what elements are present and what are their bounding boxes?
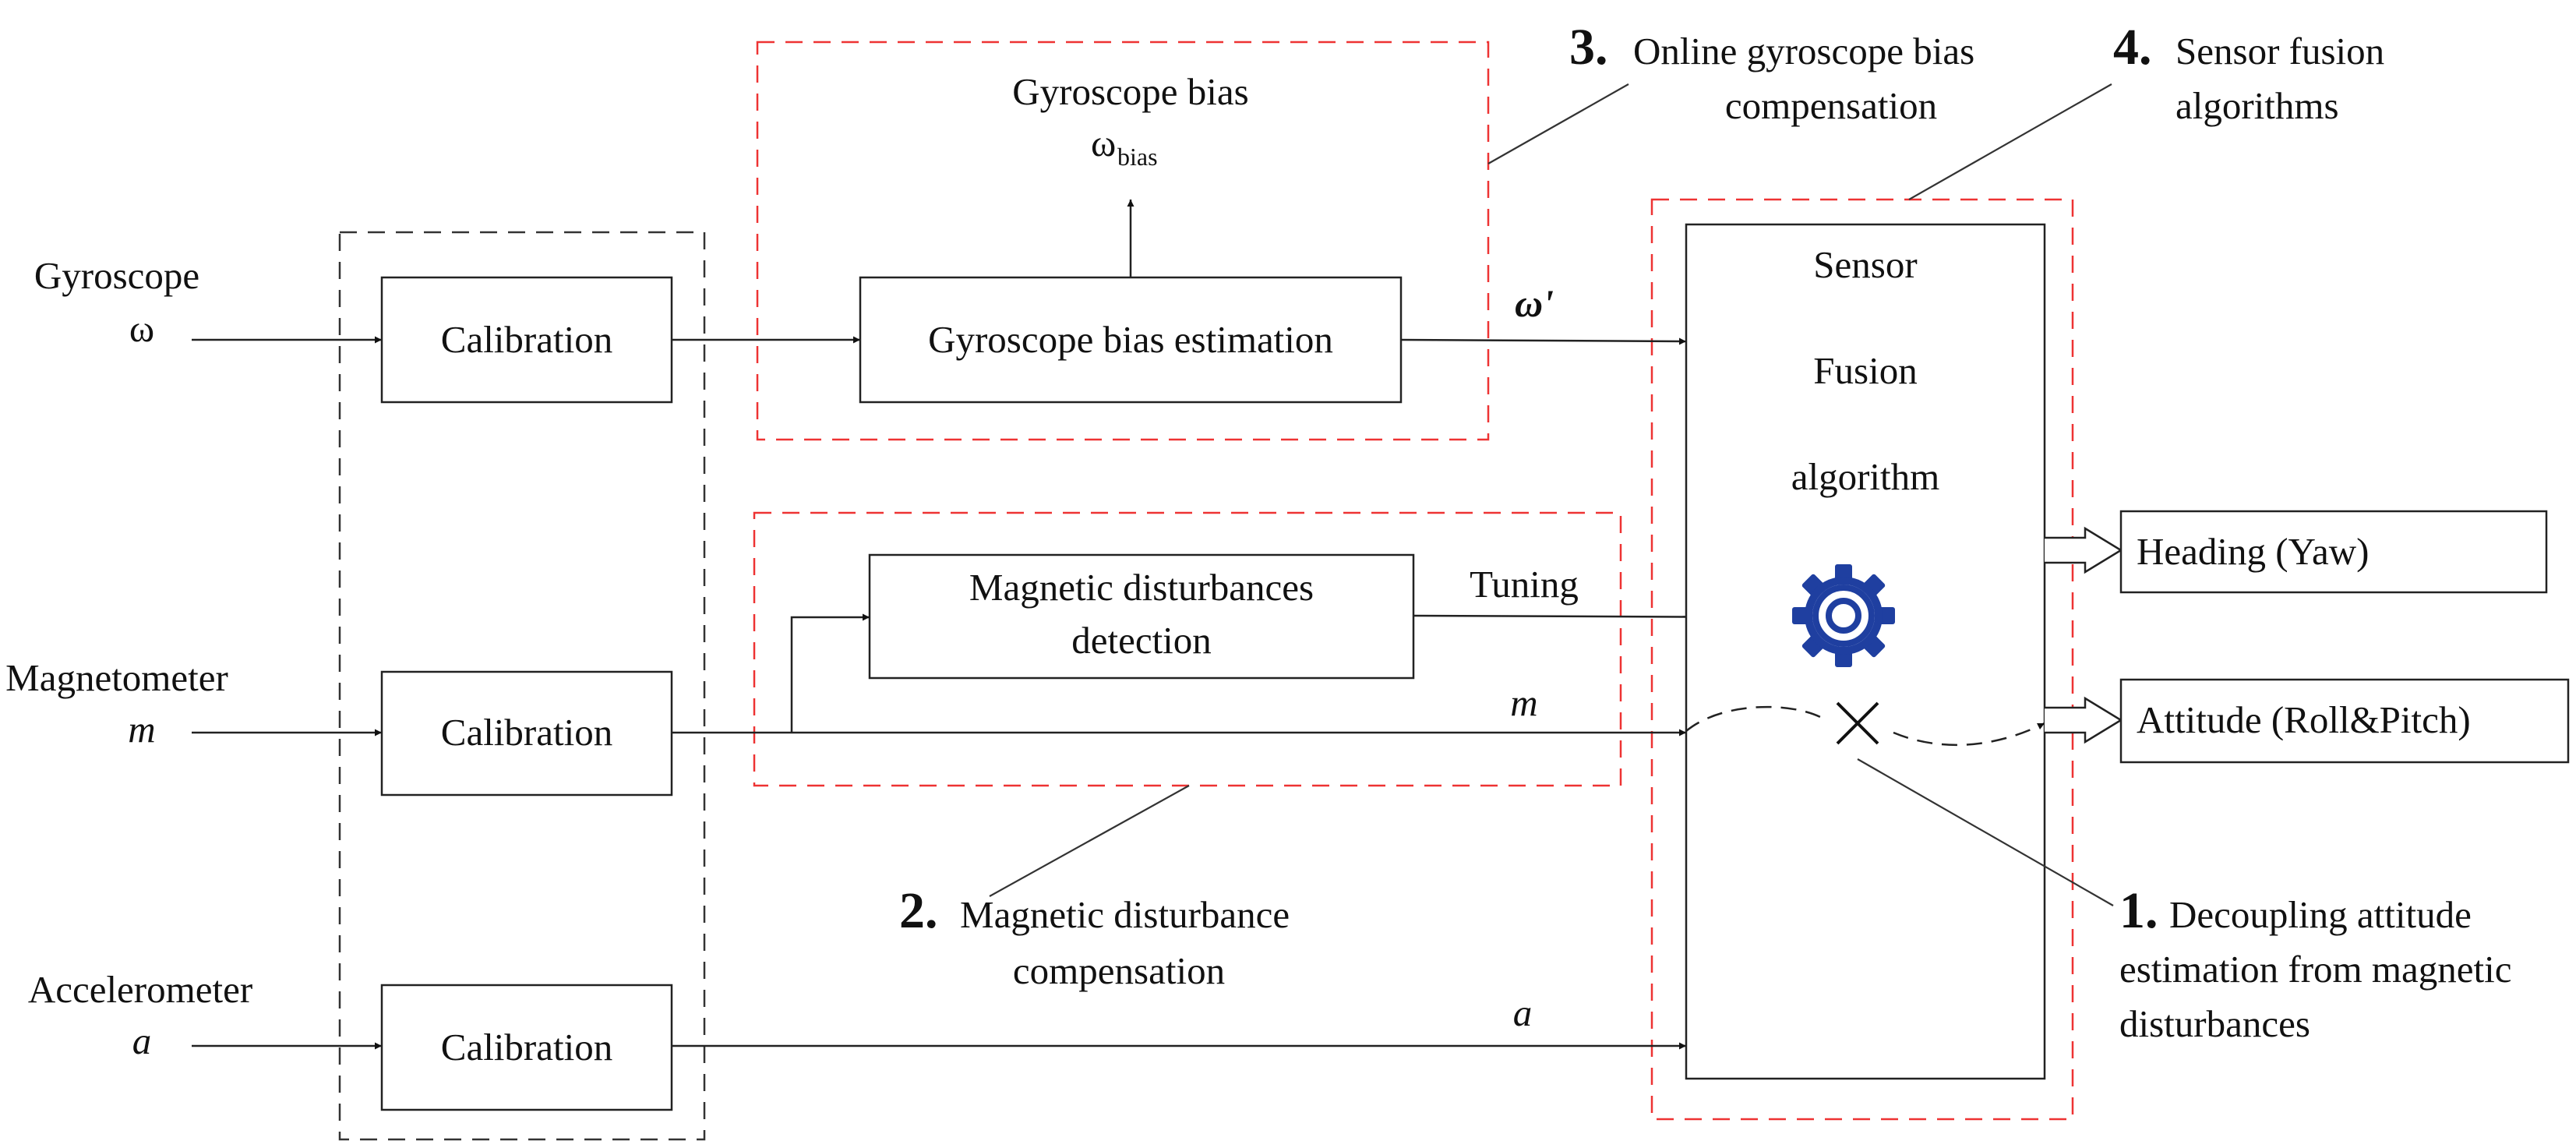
fusion-label-line1: Sensor (1813, 243, 1917, 286)
mag-detection-label-line2: detection (1071, 619, 1212, 662)
annotation-4-line2: algorithms (2175, 84, 2339, 127)
accelerometer-input-label: Accelerometer (28, 968, 252, 1011)
annotation-1-line3: disturbances (2119, 1002, 2310, 1045)
gyroscope-input-symbol: ω (129, 307, 154, 350)
calibration-group-frame (338, 231, 706, 1141)
omega-prime-label: ω' (1515, 281, 1554, 325)
gyro-bias-output-subscript: bias (1117, 143, 1158, 171)
gyro-bias-estimation-label: Gyroscope bias estimation (928, 318, 1333, 361)
cross-icon (1836, 701, 1879, 745)
calibration-acc-label: Calibration (441, 1026, 612, 1069)
heading-output-arrow (2045, 526, 2123, 574)
annotation-3-leader (1487, 83, 1629, 164)
attitude-output-arrow (2045, 696, 2123, 744)
calibration-mag-label: Calibration (441, 711, 612, 754)
annotation-2-number: 2. (899, 882, 938, 939)
fusion-label-line3: algorithm (1791, 455, 1940, 498)
gyro-bias-estimation-block (859, 276, 1403, 404)
heading-output-box (2119, 510, 2548, 594)
annotation-2-line1: Magnetic disturbance (960, 893, 1290, 936)
attitude-output-label: Attitude (Roll&Pitch) (2137, 698, 2471, 741)
mag-to-detection-arrow (790, 613, 870, 733)
mag-signal-label: m (1510, 681, 1537, 724)
gyroscope-input-label: Gyroscope (34, 254, 199, 297)
tuning-label: Tuning (1470, 563, 1579, 606)
sensor-fusion-block (1685, 223, 2046, 1080)
gear-icon (1792, 564, 1895, 667)
gyro-bias-compensation-frame (756, 41, 1490, 441)
annotation-1-line2: estimation from magnetic (2119, 948, 2511, 991)
sensor-fusion-frame (1650, 198, 2074, 1121)
mag-detection-block (868, 553, 1415, 680)
annotation-3-number: 3. (1569, 19, 1608, 76)
decoupled-path (1685, 705, 2045, 747)
annotation-3-line2: compensation (1725, 84, 1937, 127)
accelerometer-input-symbol: a (132, 1019, 152, 1062)
calibration-acc-block (380, 984, 673, 1111)
attitude-output-box (2119, 678, 2570, 764)
annotation-3-line1: Online gyroscope bias (1633, 30, 1974, 72)
annotation-4-line1: Sensor fusion (2175, 30, 2384, 72)
acc-signal-label: a (1513, 991, 1533, 1034)
magnetometer-input-label: Magnetometer (5, 656, 228, 699)
gyro-bias-output-symbol: ω (1091, 122, 1116, 164)
annotation-4-number: 4. (2113, 19, 2152, 76)
mag-detection-label-line1: Magnetic disturbances (969, 566, 1314, 609)
magnetometer-input-symbol: m (128, 708, 155, 751)
annotation-1-number: 1. (2119, 882, 2158, 939)
gyro-bias-output-title: Gyroscope bias (1012, 70, 1248, 113)
omega-prime-arrow (1400, 337, 1687, 345)
heading-output-label: Heading (Yaw) (2137, 530, 2370, 573)
annotation-2-line2: compensation (1013, 949, 1225, 992)
annotation-4-leader (1908, 83, 2112, 200)
fusion-label-line2: Fusion (1813, 349, 1917, 392)
calibration-gyro-label: Calibration (441, 318, 612, 361)
calibration-mag-block (380, 670, 673, 797)
annotation-1-line1: Decoupling attitude (2169, 893, 2472, 936)
annotation-2-leader (989, 785, 1190, 897)
annotation-1-leader (1857, 758, 2114, 906)
